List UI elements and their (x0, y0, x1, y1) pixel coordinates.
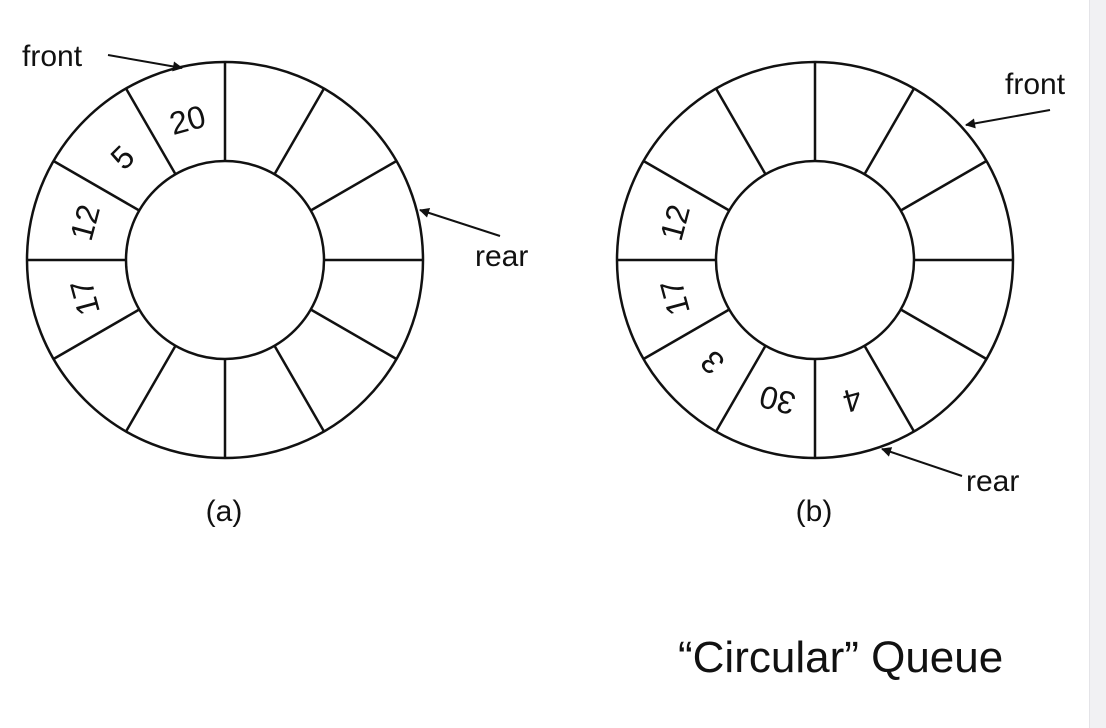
ring-b-cell-3: 17 (653, 276, 697, 320)
ring-a-divider-7 (124, 345, 177, 433)
ring-a-divider-8 (52, 308, 140, 361)
rear-arrow-b (881, 447, 963, 477)
ring-b-divider-4 (900, 308, 988, 361)
queue-ring-b: 12 17 3 30 4 (615, 60, 1015, 460)
ring-b-divider-10 (642, 159, 730, 212)
ring-a-divider-11 (124, 87, 177, 175)
ring-b-inner-circle (714, 159, 916, 361)
queue-ring-a: 20 5 12 17 (25, 60, 425, 460)
front-arrow-a (107, 54, 183, 72)
front-pointer-b: front (965, 68, 1066, 129)
caption-b: (b) (796, 495, 833, 528)
ring-b-divider-2 (900, 159, 988, 212)
ring-a-divider-2 (310, 159, 398, 212)
ring-a-cell-1: 5 (103, 138, 141, 176)
ring-a-divider-4 (310, 308, 398, 361)
front-label-a: front (22, 40, 83, 73)
ring-b-divider-7 (714, 345, 767, 433)
figure-title: “Circular” Queue (678, 633, 1003, 682)
ring-b-cell-2: 12 (653, 201, 697, 245)
rear-label-a: rear (475, 240, 528, 273)
front-pointer-a: front (22, 40, 183, 73)
ring-b-divider-8 (642, 308, 730, 361)
ring-b-cell-4: 3 (693, 344, 731, 382)
rear-pointer-a: rear (419, 208, 528, 273)
ring-a-divider-5 (273, 345, 326, 433)
caption-a: (a) (206, 495, 243, 528)
ring-a-divider-1 (273, 87, 326, 175)
front-label-b: front (1005, 68, 1066, 101)
rear-pointer-b: rear (881, 447, 1019, 498)
ring-a-cell-3: 17 (63, 276, 107, 320)
rear-label-b: rear (966, 465, 1019, 498)
ring-a-inner-circle (124, 159, 326, 361)
ring-b-divider-11 (714, 87, 767, 175)
ring-a-divider-10 (52, 159, 140, 212)
ring-b-divider-5 (863, 345, 916, 433)
front-arrow-b (965, 109, 1051, 129)
ring-b-cell-6: 4 (839, 380, 866, 419)
ring-b-divider-1 (863, 87, 916, 175)
ring-a-cell-0: 20 (166, 98, 210, 142)
ring-b-cell-5: 30 (756, 378, 800, 422)
rear-arrow-a (419, 208, 501, 237)
vertical-scrollbar[interactable] (1089, 0, 1106, 728)
ring-a-cell-2: 12 (63, 201, 107, 245)
